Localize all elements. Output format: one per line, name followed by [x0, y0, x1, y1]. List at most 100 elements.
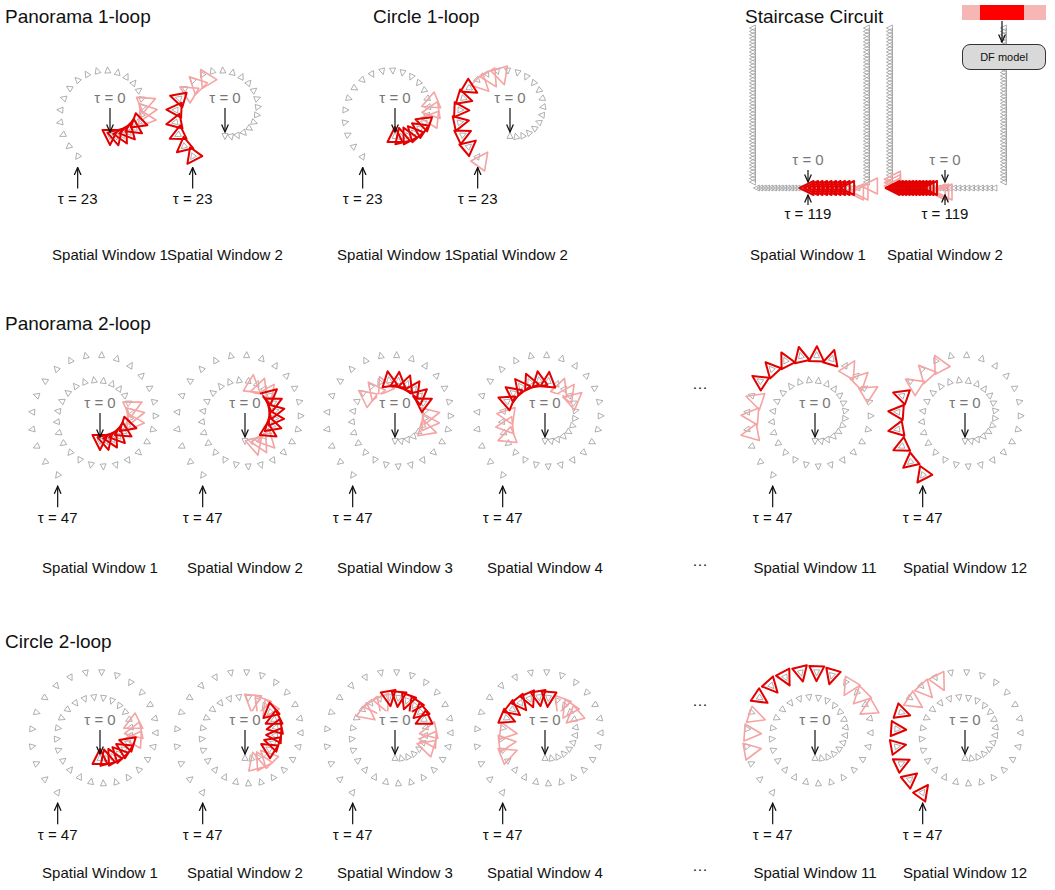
camera-pose: [91, 694, 97, 700]
camera-pose: [933, 449, 939, 456]
camera-pose: [242, 754, 248, 760]
camera-pose: [521, 774, 526, 781]
camera-pose: [227, 670, 233, 677]
window-label: Spatial Window 1: [337, 246, 453, 263]
camera-pose: [328, 709, 335, 715]
camera-pose: [178, 709, 185, 715]
window-pose: [813, 181, 827, 195]
camera-pose: [769, 789, 775, 796]
camera-pose: [986, 393, 993, 399]
camera-pose: [392, 439, 398, 445]
window-label: Spatial Window 2: [167, 246, 283, 263]
camera-pose: [144, 757, 151, 763]
camera-pose: [42, 379, 49, 385]
camera-pose: [976, 754, 982, 761]
window-pose: [781, 352, 795, 369]
window-pose: [381, 690, 396, 706]
window-pose: [800, 181, 814, 195]
camera-pose: [816, 780, 822, 786]
camera-pose: [431, 767, 438, 773]
camera-pose: [445, 426, 452, 432]
camera-pose: [948, 379, 954, 386]
camera-pose: [770, 748, 777, 754]
window-pose: [893, 759, 910, 773]
camera-pose: [57, 119, 64, 125]
camera-pose: [33, 762, 40, 768]
camera-pose: [931, 767, 937, 774]
window-pose: [891, 721, 907, 736]
camera-pose: [867, 730, 873, 736]
window-label: Spatial Window 4: [487, 559, 603, 576]
camera-pose: [825, 698, 831, 705]
camera-pose: [198, 682, 204, 689]
time-label: τ = 23: [343, 191, 383, 208]
camera-pose: [965, 464, 971, 470]
context-pose: [929, 672, 944, 691]
camera-pose: [539, 95, 546, 101]
window-label: Spatial Window 1: [750, 246, 866, 263]
camera-pose: [58, 714, 65, 720]
camera-pose: [213, 449, 219, 456]
camera-pose: [73, 383, 79, 390]
window-pose: [809, 666, 824, 681]
camera-pose: [581, 767, 588, 773]
camera-pose: [146, 386, 153, 392]
camera-pose: [363, 449, 369, 456]
camera-pose: [251, 119, 258, 125]
window-pose: [923, 181, 937, 195]
camera-pose: [324, 409, 330, 415]
pointer-arrow: [922, 803, 923, 824]
camera-pose: [597, 730, 603, 736]
camera-pose: [355, 440, 362, 446]
time-label: τ = 47: [903, 827, 943, 844]
camera-pose: [204, 758, 211, 764]
camera-pose: [920, 748, 927, 754]
camera-pose: [75, 78, 81, 84]
camera-pose: [832, 702, 838, 709]
camera-pose: [975, 698, 981, 705]
pointer-arrow: [394, 108, 395, 132]
pointer-arrow: [814, 730, 815, 754]
camera-pose: [359, 76, 365, 82]
pointer-arrow: [202, 486, 203, 507]
camera-pose: [773, 714, 780, 720]
camera-pose: [918, 419, 924, 425]
camera-pose: [280, 449, 286, 455]
camera-pose: [791, 774, 796, 781]
window-pose: [751, 688, 768, 703]
pointer-arrow: [772, 486, 773, 507]
window-label: Spatial Window 1: [52, 246, 168, 263]
window-pose: [263, 703, 279, 719]
context-pose: [839, 361, 855, 380]
camera-pose: [187, 379, 194, 385]
camera-pose: [962, 754, 968, 760]
camera-pose: [186, 777, 193, 783]
camera-pose: [55, 748, 62, 754]
time-label: τ = 0: [527, 711, 562, 728]
camera-pose: [509, 706, 516, 712]
context-pose: [124, 713, 143, 728]
camera-pose: [254, 97, 261, 103]
camera-pose: [56, 472, 62, 479]
camera-pose: [990, 422, 997, 428]
camera-pose: [328, 762, 335, 768]
camera-pose: [416, 79, 422, 86]
camera-pose: [150, 426, 157, 432]
context-pose: [137, 97, 156, 113]
camera-pose: [859, 438, 866, 443]
window-pose: [893, 390, 910, 404]
camera-pose: [836, 747, 843, 753]
camera-pose: [411, 751, 417, 757]
camera-pose: [796, 696, 802, 703]
camera-pose: [781, 767, 787, 774]
section-title: Panorama 1-loop: [5, 6, 151, 28]
window-pose: [836, 181, 850, 195]
camera-pose: [823, 381, 829, 388]
camera-pose: [465, 144, 472, 150]
camera-pose: [349, 736, 355, 742]
camera-pose: [824, 436, 830, 443]
pointer-arrow: [244, 730, 245, 754]
camera-pose: [174, 426, 181, 432]
camera-pose: [570, 422, 577, 428]
camera-pose: [770, 408, 776, 414]
